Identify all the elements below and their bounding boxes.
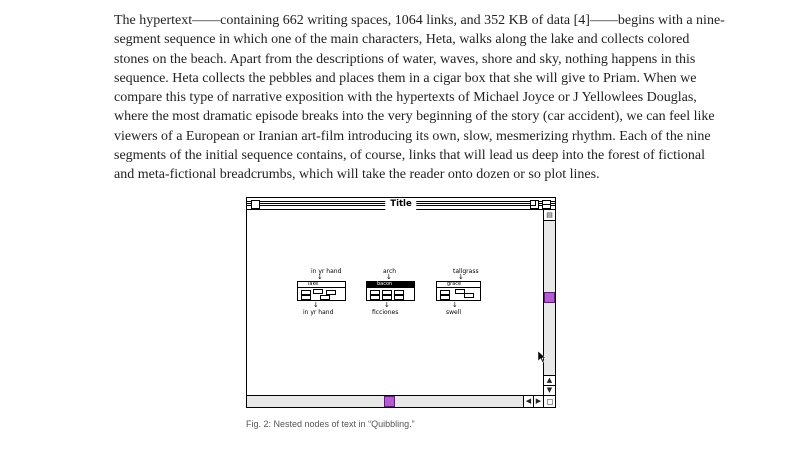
arrow-down-icon: ↓: [458, 273, 464, 281]
text-node: in yr hand ↓ lake ↓ in yr hand: [297, 268, 347, 328]
arrow-down-icon: ↓: [313, 301, 319, 309]
vertical-scrollbar: ▤ ▲ ▼: [543, 210, 555, 395]
tool-palette-icon: ▤: [544, 210, 555, 221]
node-box: lake: [297, 281, 346, 301]
node-link-label-top: arch: [383, 268, 397, 275]
node-link-label-bottom: swell: [446, 309, 462, 316]
scroll-right-arrow-icon: ▶: [533, 396, 543, 407]
vertical-scroll-thumb: [544, 292, 555, 303]
nested-node-icon: [440, 295, 450, 300]
collapse-box-icon: [542, 200, 551, 209]
arrow-down-icon: ↓: [317, 273, 323, 281]
nested-node-icon: [394, 290, 404, 295]
arrow-down-icon: ↓: [384, 301, 390, 309]
node-box: bacon: [366, 281, 415, 301]
node-link-label-bottom: ficciones: [372, 309, 399, 316]
horizontal-scroll-thumb: [384, 396, 395, 407]
nested-node-icon: [440, 290, 450, 295]
nested-node-icon: [370, 295, 380, 300]
paragraph-line: segment sequence in which one of the mai…: [114, 32, 690, 48]
arrow-down-icon: ↓: [452, 301, 458, 309]
map-view: in yr hand ↓ lake ↓ in yr hand arch ↓ ba…: [247, 210, 543, 395]
close-box-icon: [251, 200, 260, 209]
nested-node-icon: [455, 289, 465, 294]
nested-node-icon: [464, 293, 474, 298]
paragraph-line: compare this type of narrative expositio…: [114, 90, 697, 106]
window-title: Title: [385, 198, 417, 210]
nested-node-icon: [382, 295, 392, 300]
figure-caption: Fig. 2: Nested nodes of text in “Quibbli…: [246, 419, 415, 429]
node-title-bar: bacon: [367, 282, 414, 288]
arrow-cursor-icon: [538, 351, 546, 363]
paragraph-line: segments of the initial sequence contain…: [114, 148, 705, 164]
storyspace-window-screenshot: Title in yr hand ↓ lake ↓ in yr hand arc…: [246, 197, 556, 408]
node-box: grace: [436, 281, 481, 301]
nested-node-icon: [313, 289, 323, 294]
scroll-left-arrow-icon: ◀: [523, 396, 533, 407]
paragraph-line: viewers of a European or Iranian art-fil…: [114, 128, 711, 144]
nested-node-icon: [326, 290, 336, 295]
text-node: tallgrass ↓ grace ↓ swell: [436, 268, 486, 328]
nested-node-icon: [382, 290, 392, 295]
horizontal-scrollbar: ◀ ▶: [247, 395, 543, 407]
paragraph-line: stones on the beach. Apart from the desc…: [114, 51, 696, 67]
scroll-up-arrow-icon: ▲: [544, 375, 555, 385]
node-title-bar: lake: [298, 282, 345, 288]
node-link-label-top: tallgrass: [453, 268, 479, 275]
nested-node-icon: [301, 295, 311, 300]
arrow-down-icon: ↓: [386, 273, 392, 281]
node-link-label-bottom: in yr hand: [303, 309, 334, 316]
node-link-label-top: in yr hand: [311, 268, 342, 275]
nested-node-icon: [301, 290, 311, 295]
paragraph-line: where the most dramatic episode breaks i…: [114, 109, 715, 125]
text-node: arch ↓ bacon ↓ ficciones: [366, 268, 416, 328]
zoom-box-icon: [530, 200, 539, 209]
node-title-bar: grace: [437, 282, 480, 288]
nested-node-icon: [320, 295, 330, 300]
nested-node-icon: [394, 295, 404, 300]
nested-node-icon: [370, 290, 380, 295]
body-paragraph: The hypertext——containing 662 writing sp…: [114, 11, 725, 185]
paragraph-line: and meta-fictional breadcrumbs, which wi…: [114, 167, 600, 183]
paragraph-line: The hypertext——containing 662 writing sp…: [114, 13, 725, 28]
scroll-down-arrow-icon: ▼: [544, 385, 555, 395]
paragraph-line: sequence. Heta collects the pebbles and …: [114, 70, 697, 86]
resize-grow-box-icon: [543, 395, 555, 407]
window-titlebar: Title: [247, 198, 555, 210]
